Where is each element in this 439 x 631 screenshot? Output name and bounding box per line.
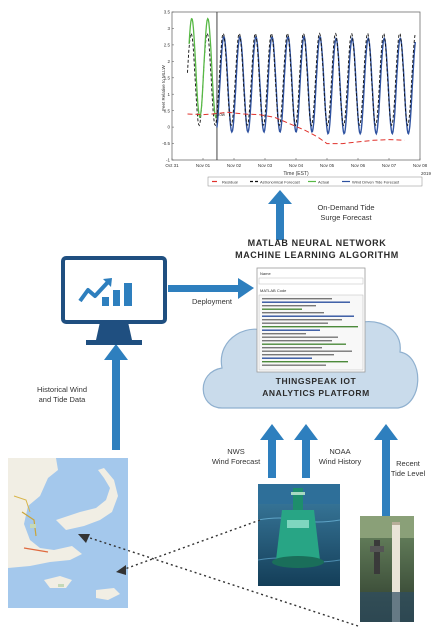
x-tick-label: Nov 04	[289, 163, 304, 168]
series-actual	[188, 17, 217, 119]
code-line	[262, 322, 328, 324]
monitor-bar-1	[102, 297, 109, 306]
x-axis-ticks: Oct 31 Nov 01 Nov 02 Nov 03 Nov 04 Nov 05 Nov …	[165, 158, 428, 168]
x-tick-label: Nov 07	[382, 163, 397, 168]
code-line	[262, 326, 358, 328]
code-line	[262, 347, 322, 349]
legend-item: Astronomical Forecast	[260, 180, 301, 185]
nws-arrow	[260, 424, 284, 478]
code-line	[262, 329, 320, 331]
deployment-label: Deployment	[192, 297, 233, 306]
y-tick-label: 0	[167, 125, 170, 130]
noaa-label-line2: Wind History	[319, 457, 362, 466]
platform-title-line2: ANALYTICS PLATFORM	[262, 388, 370, 398]
tide-forecast-chart: 3.5 3 2.5 2 1.5 1 0.5 0 -0.5 -1 Oct 31 Nov 01 Nov 0…	[161, 10, 432, 187]
historical-label-line2: and Tide Data	[39, 395, 87, 404]
y-tick-label: 2	[167, 59, 170, 64]
series-wind-driven-forecast	[216, 34, 416, 136]
code-line	[262, 333, 306, 335]
now-marker-label: Now	[216, 112, 226, 117]
matlab-code-window: Name MATLAB Code	[256, 267, 366, 373]
nws-label-line1: NWS	[227, 447, 245, 456]
x-tick-label: Oct 31	[165, 163, 179, 168]
code-line	[262, 361, 348, 363]
series-residual	[187, 111, 405, 145]
x-tick-label: Nov 05	[320, 163, 335, 168]
code-line	[262, 354, 334, 356]
code-line	[262, 350, 352, 352]
dotted-arrow-buoy-map	[121, 519, 261, 571]
series-astronomical-forecast	[187, 32, 416, 127]
noaa-buoy-photo	[257, 484, 341, 586]
code-line	[262, 312, 324, 314]
code-line	[262, 336, 338, 338]
ml-title-line1: MATLAB NEURAL NETWORK	[248, 238, 387, 248]
forecast-label-line2: Surge Forecast	[320, 213, 372, 222]
forecast-arrow	[268, 190, 292, 240]
y-tick-label: 1	[167, 92, 170, 97]
code-line	[262, 319, 342, 321]
noaa-arrow	[294, 424, 318, 478]
y-tick-label: -0.5	[162, 141, 170, 146]
x-tick-label: Nov 08	[413, 163, 428, 168]
chart-plot-area	[171, 11, 421, 161]
code-lines	[262, 298, 358, 366]
y-tick-label: 3.5	[164, 10, 171, 15]
chart-x-axis-label: Time (EST)	[283, 171, 309, 177]
code-line	[262, 305, 316, 307]
monitor-bar-2	[113, 290, 120, 306]
recent-label-line1: Recent	[396, 459, 421, 468]
code-line	[262, 308, 302, 310]
x-tick-label: Nov 02	[227, 163, 242, 168]
historical-data-arrow	[104, 344, 128, 450]
historical-label-line1: Historical Wind	[37, 385, 87, 394]
tide-gauge-photo	[360, 516, 414, 622]
trend-line-icon	[78, 280, 110, 303]
chart-legend: Residual Astronomical Forecast Actual Wind …	[207, 176, 423, 187]
code-line	[262, 298, 332, 300]
y-tick-label: 1.5	[164, 75, 171, 80]
legend-item: Actual	[318, 180, 329, 185]
chart-y-axis-label: Feet Relative to MLLW	[161, 65, 166, 111]
y-tick-label: 0.5	[164, 108, 171, 113]
chart-x-year: 2019	[421, 171, 432, 176]
x-tick-label: Nov 03	[258, 163, 273, 168]
data-source-dotted-arrows	[78, 519, 359, 627]
dotted-arrow-gauge-map	[83, 535, 359, 627]
tide-level-arrow	[374, 424, 398, 528]
code-line	[262, 315, 354, 317]
y-tick-label: -1	[166, 158, 170, 163]
code-line	[262, 343, 346, 345]
legend-item: Residual	[222, 180, 238, 185]
y-axis-ticks: 3.5 3 2.5 2 1.5 1 0.5 0 -0.5 -1	[162, 10, 174, 163]
forecast-label-line1: On-Demand Tide	[317, 203, 374, 212]
ml-title-line2: MACHINE LEARNING ALGORITHM	[235, 250, 399, 260]
legend-item: Wind Driven Tide Forecast	[352, 180, 400, 185]
cape-cod-map	[8, 458, 128, 608]
monitor-bar-3	[124, 283, 132, 306]
y-tick-label: 3	[167, 26, 170, 31]
noaa-label-line1: NOAA	[329, 447, 350, 456]
code-window-subtitle: MATLAB Code	[260, 288, 287, 293]
code-line	[262, 357, 312, 359]
code-line	[262, 340, 332, 342]
x-tick-label: Nov 06	[351, 163, 366, 168]
deployment-arrow	[168, 278, 254, 299]
code-window-title: Name	[260, 271, 271, 276]
monitor-dashboard-icon	[61, 256, 167, 345]
nws-label-line2: Wind Forecast	[212, 457, 261, 466]
y-tick-label: 2.5	[164, 42, 171, 47]
chart-series	[187, 17, 416, 145]
platform-title-line1: THINGSPEAK IOT	[276, 376, 357, 386]
code-line	[262, 301, 350, 303]
code-line	[262, 364, 326, 366]
recent-label-line2: Tide Level	[391, 469, 426, 478]
x-tick-label: Nov 01	[196, 163, 211, 168]
